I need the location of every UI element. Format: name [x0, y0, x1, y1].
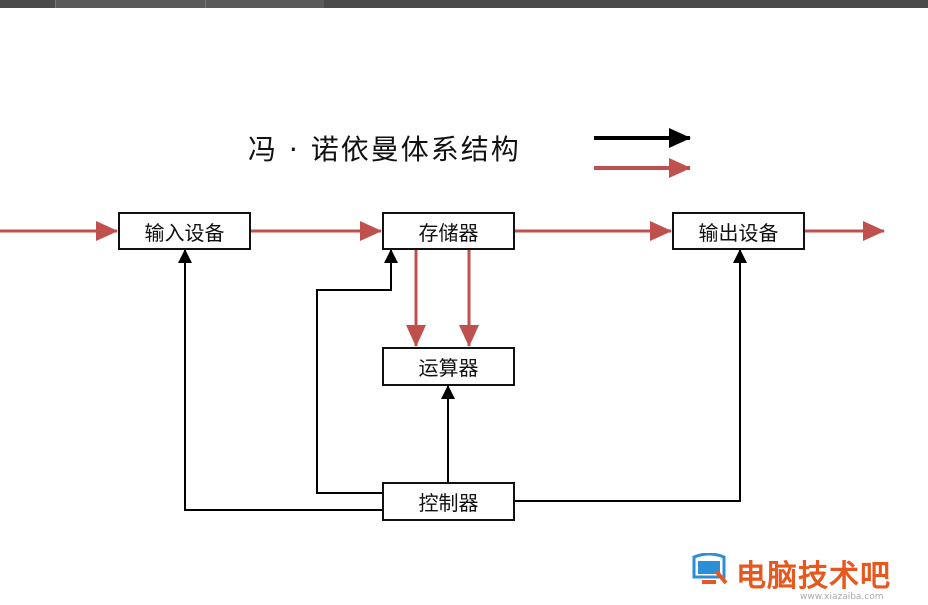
watermark: 电脑技术吧: [688, 552, 891, 594]
control-to-output-arrow: [514, 249, 747, 502]
input-device-box: 输入设备: [118, 212, 251, 250]
window-top-bar: [0, 0, 928, 8]
toolbar-segment: [55, 0, 206, 8]
toolbar-segment: [205, 0, 324, 8]
diagram-title: 冯 · 诺依曼体系结构: [248, 133, 521, 166]
control-to-input-arrow: [178, 249, 383, 511]
watermark-url: www.xiazaiba.com: [800, 592, 884, 602]
computer-wrench-icon: [688, 552, 730, 593]
output-device-box: 输出设备: [672, 212, 805, 250]
control-to-memory-arrow: [316, 249, 398, 494]
controller-box: 控制器: [382, 482, 515, 521]
watermark-text: 电脑技术吧: [736, 559, 891, 594]
alu-box: 运算器: [382, 347, 515, 386]
memory-box: 存储器: [382, 212, 515, 250]
